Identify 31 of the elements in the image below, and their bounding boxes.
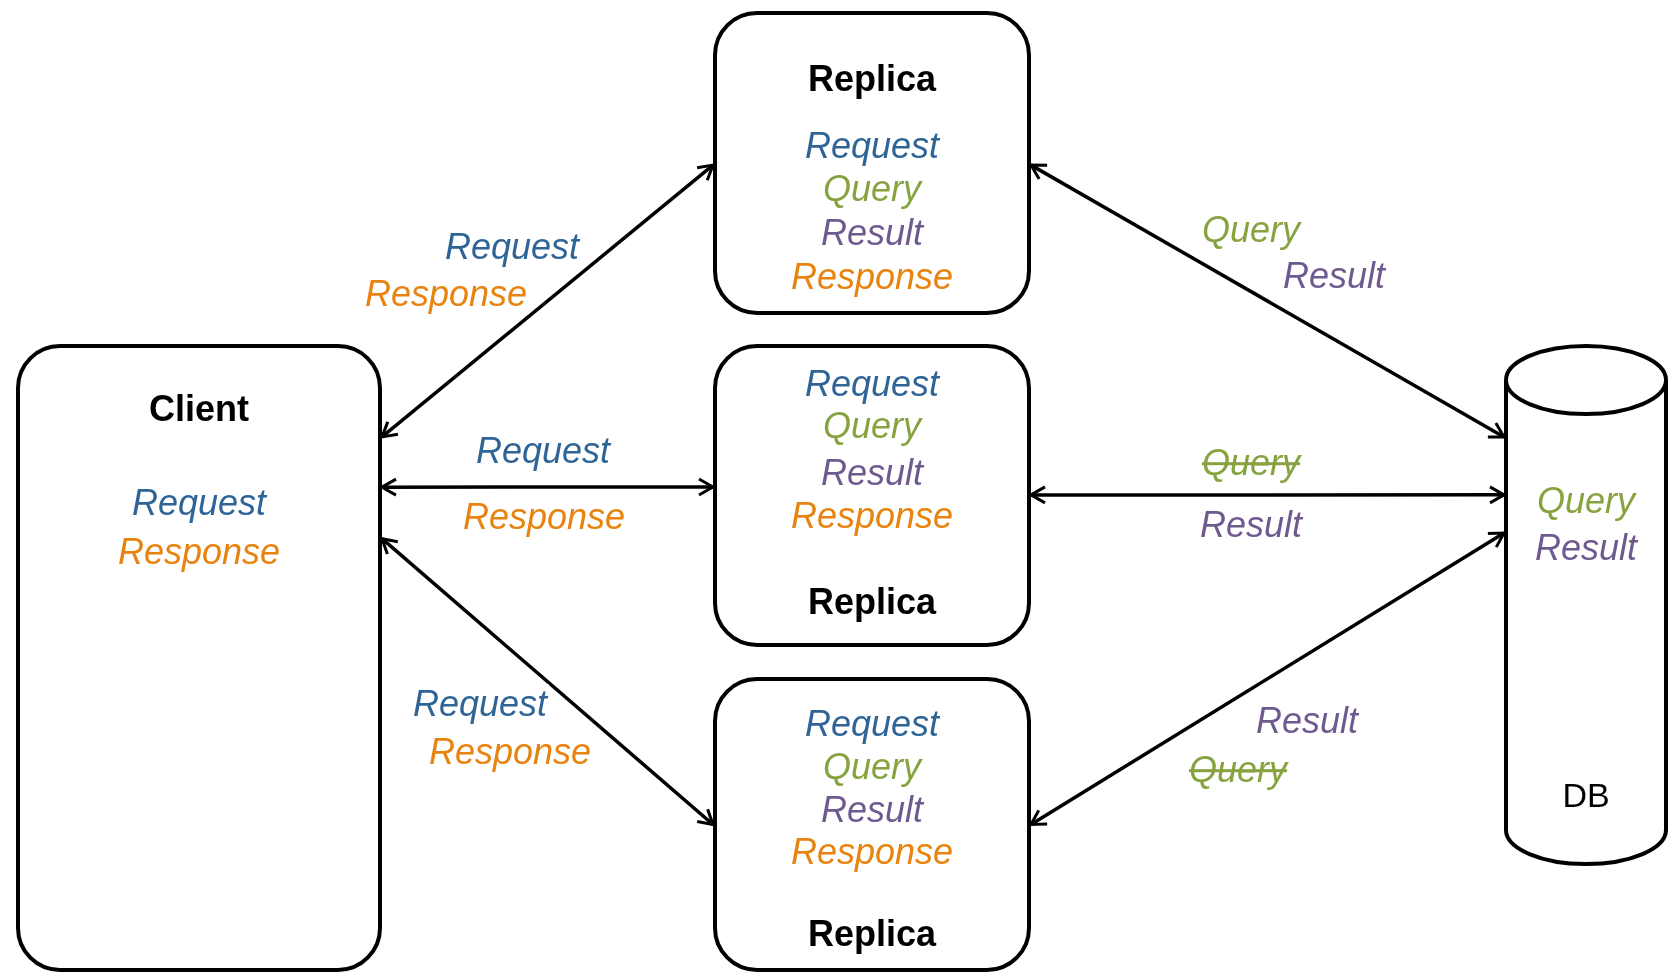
- message-label: Request: [131, 483, 267, 523]
- client-box: [16, 344, 382, 972]
- database-label: DB: [1562, 777, 1610, 815]
- message-label: Response: [790, 832, 954, 872]
- message-label: Result: [820, 213, 923, 253]
- double-arrow: [1029, 485, 1506, 505]
- message-label: Query: [822, 406, 921, 446]
- double-arrow: [1029, 163, 1506, 439]
- message-label: Result: [820, 453, 923, 493]
- replica-box: [713, 677, 1031, 972]
- replica-box: [713, 344, 1031, 647]
- message-label: Query: [822, 747, 921, 787]
- message-label: Request: [804, 704, 940, 744]
- message-label: Result: [1534, 528, 1637, 568]
- double-arrow: [380, 537, 715, 826]
- message-label: Response: [790, 257, 954, 297]
- box-heading: Replica: [807, 914, 937, 954]
- message-label: Query: [1536, 481, 1635, 521]
- box-heading: Client: [149, 389, 249, 429]
- box-heading: Replica: [807, 582, 937, 622]
- message-label: Response: [117, 532, 281, 572]
- double-arrow: [1029, 531, 1506, 826]
- replica-box: [713, 11, 1031, 315]
- message-label: Request: [804, 126, 940, 166]
- double-arrow: [380, 163, 715, 439]
- message-label: Request: [804, 364, 940, 404]
- message-label: Query: [822, 169, 921, 209]
- message-label: Result: [820, 790, 923, 830]
- message-label: Response: [790, 496, 954, 536]
- double-arrow: [380, 477, 715, 497]
- box-heading: Replica: [807, 59, 937, 99]
